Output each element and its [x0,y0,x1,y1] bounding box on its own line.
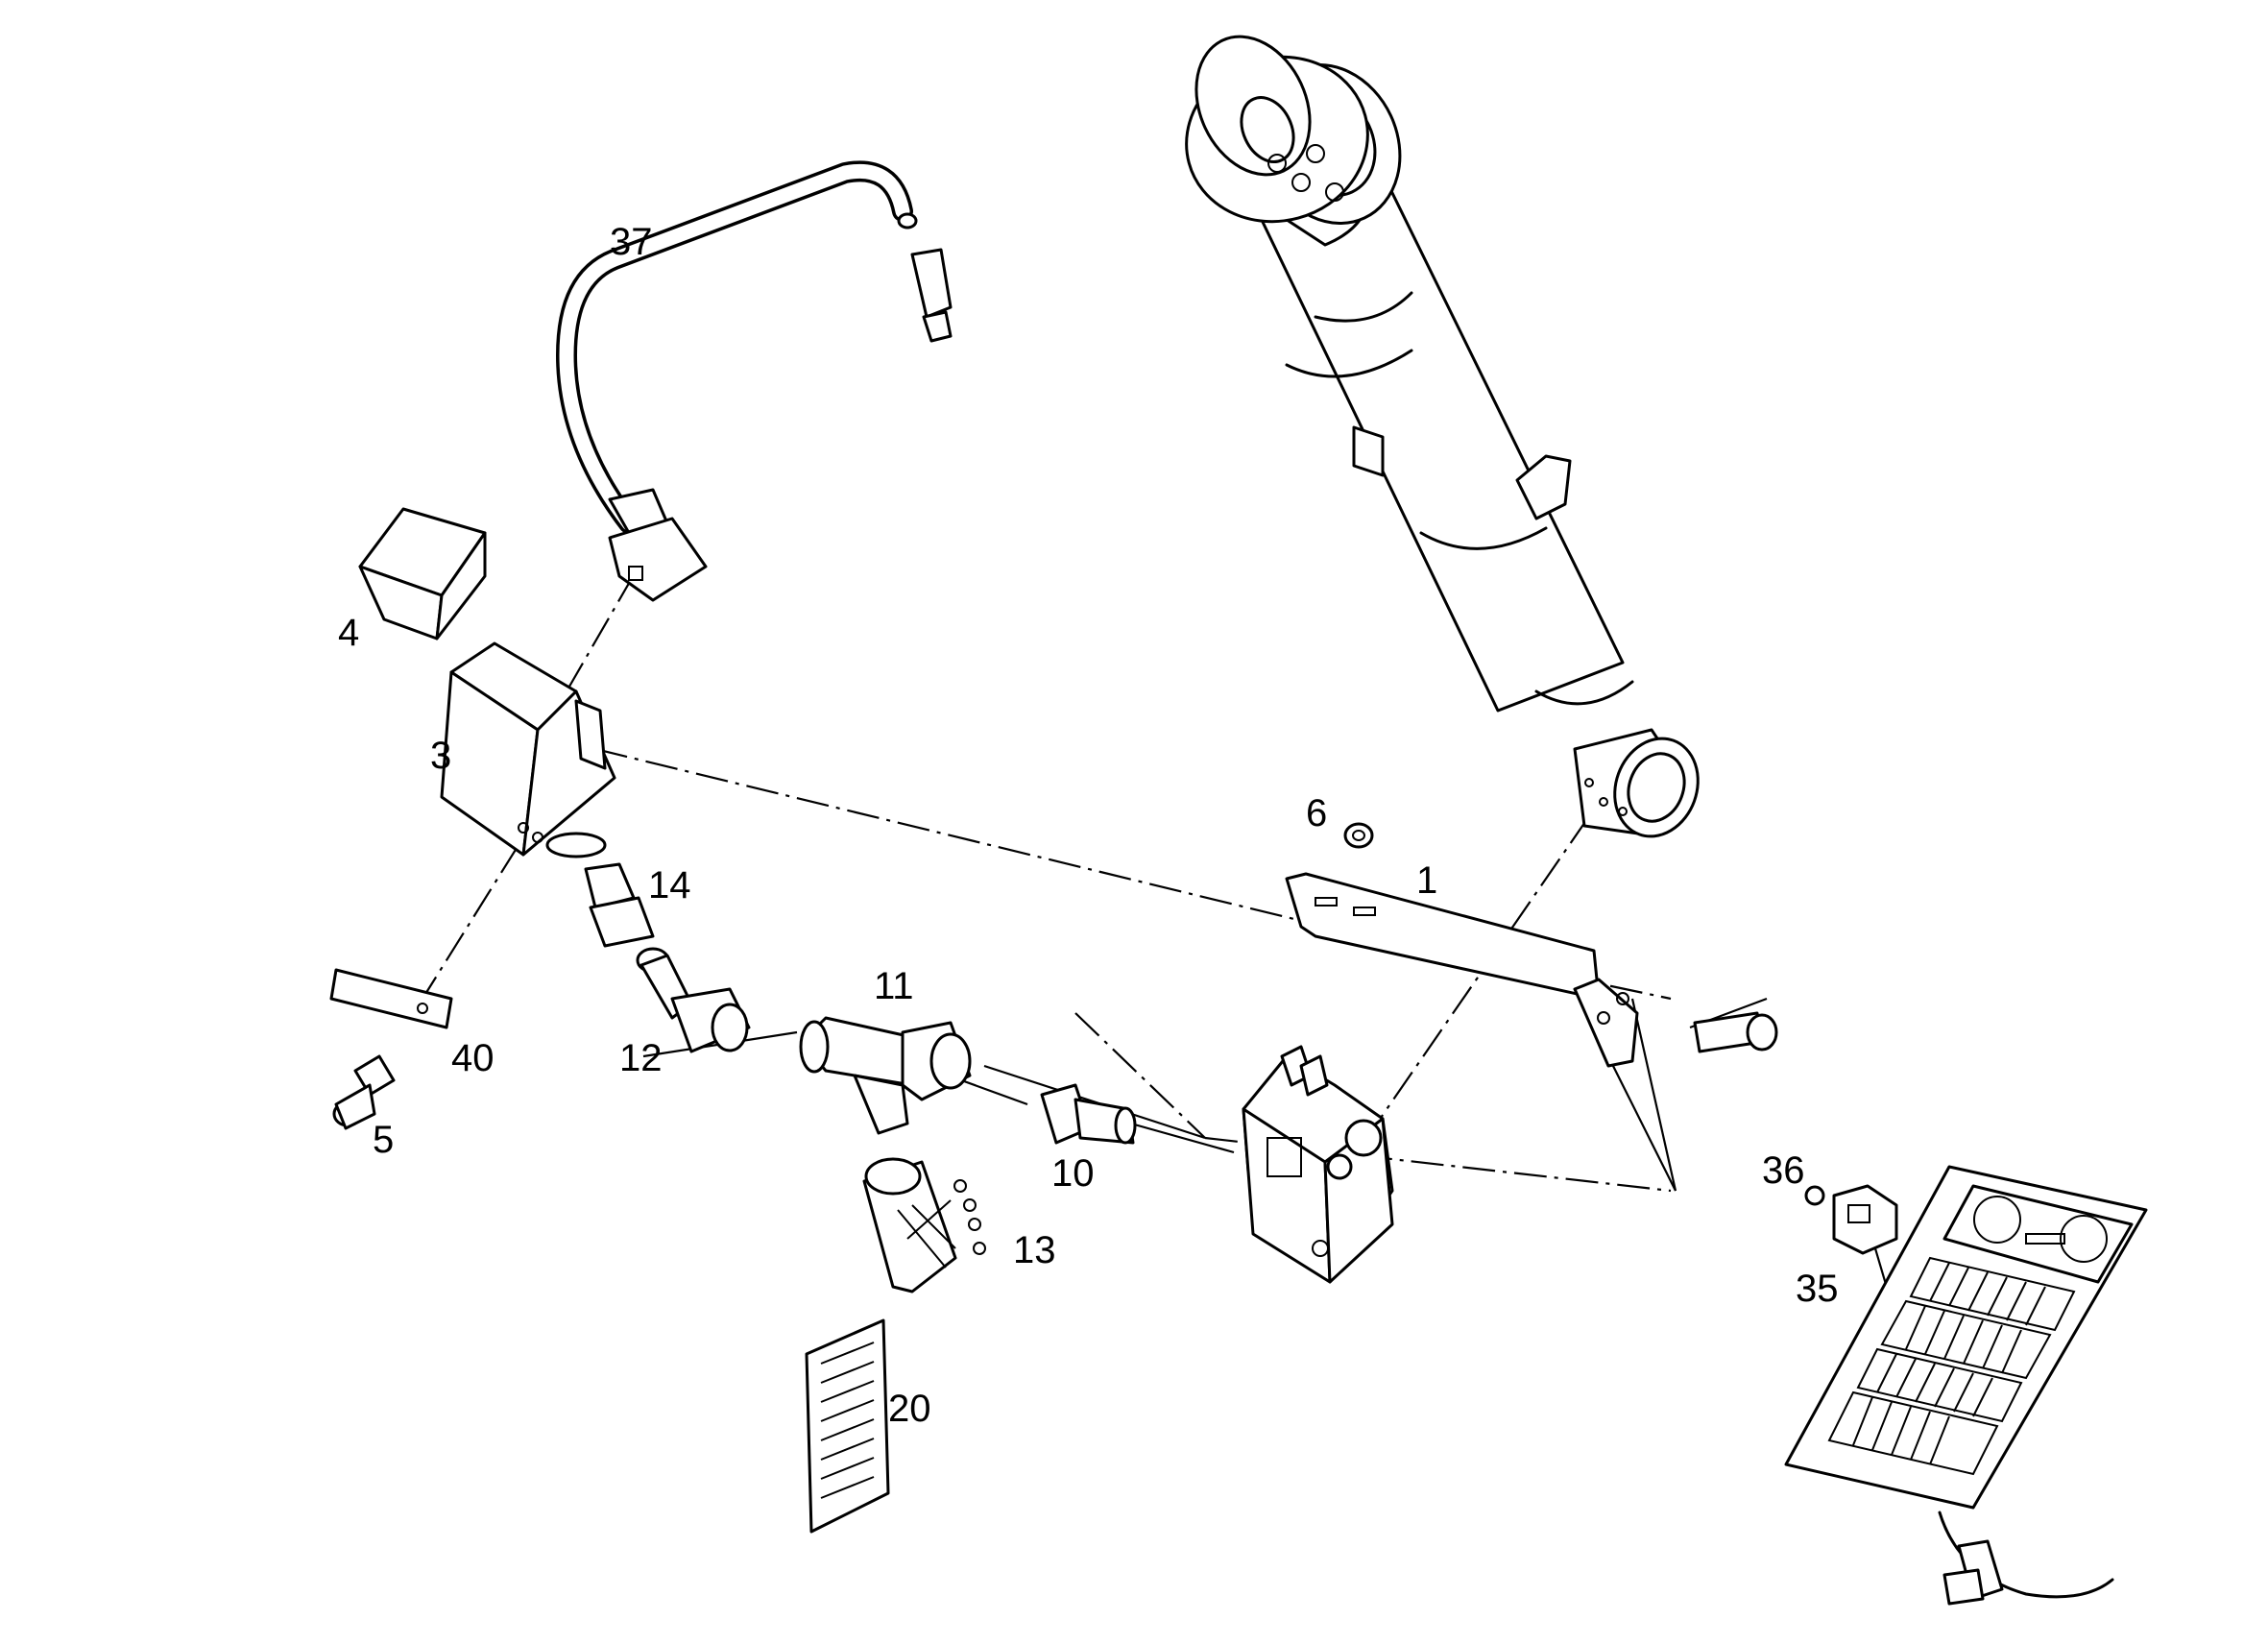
callout-11: 11 [874,965,914,1007]
cap-13 [862,1157,986,1293]
callout-35: 35 [1796,1268,1839,1310]
callout-6: 6 [1306,792,1327,834]
callout-5: 5 [373,1119,394,1161]
nipple-10 [1040,1083,1137,1145]
callout-14: 14 [648,864,691,907]
callout-13: 13 [1013,1229,1056,1271]
callout-20: 20 [888,1388,931,1430]
plate-40 [329,968,453,1029]
callout-3: 3 [430,735,451,777]
seal-36 [1804,1185,1825,1206]
callout-12: 12 [619,1037,663,1079]
hose-assembly [556,160,953,602]
valve-block [1242,1045,1394,1284]
callout-4: 4 [338,612,359,654]
callout-labels: 1 3 4 5 6 10 11 12 13 14 20 35 36 37 40 [338,221,1839,1430]
bolt [1693,1011,1778,1053]
screw-5 [332,1054,396,1130]
callout-1: 1 [1416,859,1437,902]
bracket-1 [1285,872,1639,1068]
callout-10: 10 [1051,1152,1095,1195]
callout-37: 37 [610,221,653,263]
hydraulic-cylinder [1185,35,1700,838]
cube-part [358,507,487,641]
label-20 [805,1318,890,1534]
tee-11 [799,1016,972,1135]
fitting-14 [584,862,655,948]
block-part [440,641,616,858]
connector-35 [1832,1184,1898,1255]
nut-6 [1343,822,1374,849]
callout-36: 36 [1762,1149,1805,1192]
elbow-12 [636,947,751,1053]
control-panel [1784,1165,2148,1606]
callout-40: 40 [451,1037,495,1079]
leader-lines [422,566,1937,1451]
